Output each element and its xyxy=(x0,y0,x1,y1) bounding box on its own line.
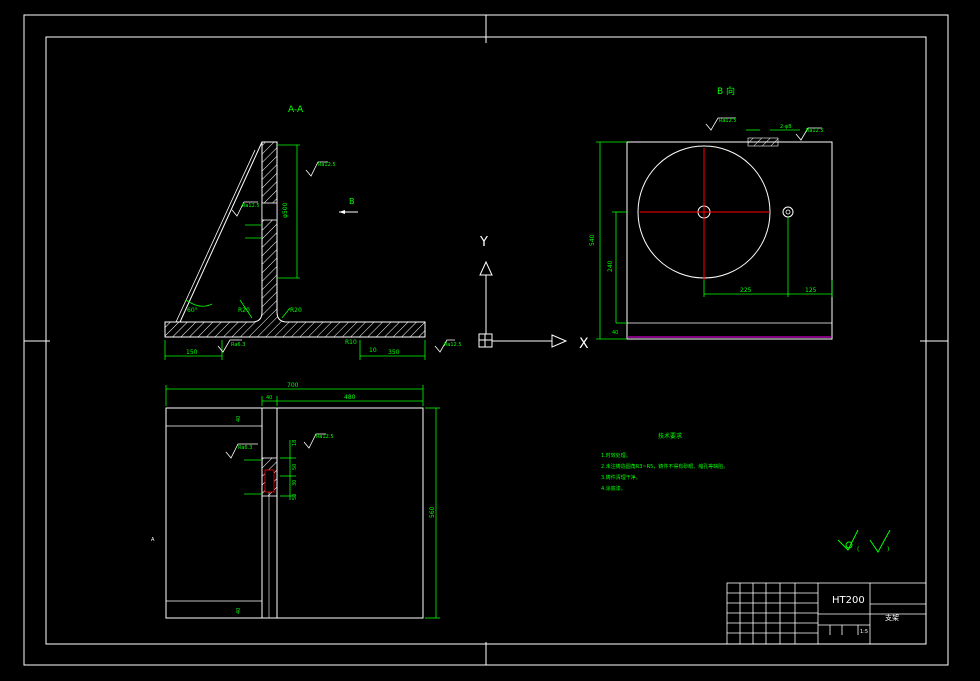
dim-front-height: 560 xyxy=(429,506,436,518)
notes-line-2: 2.未注铸造圆角R3~R5，铸件不得有砂眼、缩孔等缺陷。 xyxy=(601,463,728,470)
dim-front-left-top: 40 xyxy=(236,416,242,422)
dim-r10: R10 xyxy=(345,339,357,346)
rib-edge xyxy=(179,141,263,323)
title-scale: 1:5 xyxy=(860,629,868,635)
notes-line-4: 4.涂底漆。 xyxy=(601,485,626,492)
dim-front-hole-b: 50 xyxy=(292,464,298,470)
dim-front-left: 40 xyxy=(266,395,272,401)
technical-notes: 技术要求 1.时效处理。 2.未注铸造圆角R3~R5，铸件不得有砂眼、缩孔等缺陷… xyxy=(601,432,728,492)
dim-thk: 10 xyxy=(369,347,377,354)
front-hole xyxy=(264,469,275,493)
dim-r-left: R20 xyxy=(238,307,250,314)
dim-front-hole-c: 30 xyxy=(292,480,298,486)
view-b-arrow-label: B xyxy=(349,197,355,206)
sheet-frame xyxy=(23,14,949,666)
ucs-y-label: Y xyxy=(479,235,488,250)
front-view: 700 40 480 560 40 40 18 50 30 50 Ra6.3 R… xyxy=(151,382,440,619)
dim-base-left: 150 xyxy=(186,349,198,356)
view-b: B 向 540 240 225 125 40 xyxy=(589,85,833,340)
dim-front-hole-a: 18 xyxy=(292,440,298,446)
front-dimensions xyxy=(165,385,440,619)
title-material: HT200 xyxy=(832,595,865,606)
title-block xyxy=(726,582,927,645)
roughness-marks-aa xyxy=(217,161,455,353)
roughness-paren-open: ( xyxy=(857,546,859,553)
rib-edge-inner xyxy=(175,149,256,323)
section-dimensions xyxy=(164,144,426,360)
title-name: 支架 xyxy=(885,613,899,622)
roughness-label-2: Ra12.5 xyxy=(242,203,260,209)
notes-line-1: 1.时效处理。 xyxy=(601,452,631,459)
dim-view-b-center: 240 xyxy=(607,260,614,272)
front-outline xyxy=(165,407,424,619)
section-aa-title: A-A xyxy=(288,105,304,115)
roughness-label-4: Ra12.5 xyxy=(444,342,462,348)
dim-view-b-225: 225 xyxy=(740,287,752,294)
section-hole xyxy=(261,202,278,221)
bracket-section xyxy=(164,141,426,338)
dim-view-b-top: 2-φ8 xyxy=(780,124,791,130)
view-b-arrowhead xyxy=(339,210,345,214)
dim-view-b-40: 40 xyxy=(612,330,618,336)
roughness-label-7: Ra6.3 xyxy=(238,445,252,451)
dim-base-right: 350 xyxy=(388,349,400,356)
dim-view-b-height: 540 xyxy=(589,234,596,246)
general-roughness-symbol xyxy=(837,529,891,553)
section-view-aa: A-A φ500 60° R20 R20 150 350 xyxy=(164,105,462,360)
dim-front-right: 480 xyxy=(344,394,356,401)
view-b-centerlines xyxy=(640,148,770,280)
roughness-label-6: Ra12.5 xyxy=(806,128,824,134)
dim-front-bottom-left: 40 xyxy=(236,608,242,614)
roughness-paren-close: ) xyxy=(887,546,889,553)
roughness-label-5: Ra12.5 xyxy=(719,118,737,124)
roughness-marks-b xyxy=(705,117,822,141)
roughness-label-3: Ra6.3 xyxy=(231,342,245,348)
notes-line-3: 3.铸件清理干净。 xyxy=(601,474,641,481)
view-b-dimensions xyxy=(596,129,833,340)
ucs-x-label: X xyxy=(579,336,589,352)
dim-r-right: R20 xyxy=(290,307,302,314)
dim-view-b-125: 125 xyxy=(805,287,817,294)
roughness-marks-front xyxy=(225,433,326,459)
view-b-slot xyxy=(747,137,779,147)
dim-height-vert: φ500 xyxy=(282,202,289,218)
side-marker: A xyxy=(151,537,155,543)
dim-front-hole-d: 50 xyxy=(292,494,298,500)
dim-angle: 60° xyxy=(187,307,198,314)
view-b-small-hole xyxy=(782,206,794,218)
roughness-label-8: Ra12.5 xyxy=(316,434,334,440)
dim-front-total: 700 xyxy=(287,382,299,389)
ucs-icon xyxy=(478,260,568,348)
notes-heading: 技术要求 xyxy=(658,432,682,440)
view-b-title: B 向 xyxy=(717,85,735,97)
roughness-label-1: Ra12.5 xyxy=(318,162,336,168)
view-b-plate xyxy=(626,141,833,340)
